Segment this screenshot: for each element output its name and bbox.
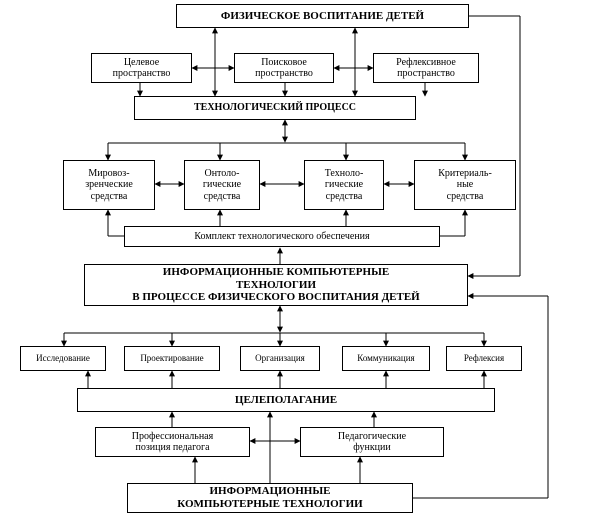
support-kit-box: Комплект технологического обеспечения (124, 226, 440, 247)
technological-means-box: Техноло- гические средства (304, 160, 384, 210)
activity-organization-box: Организация (240, 346, 320, 371)
reflexive-space-box: Рефлексивное пространство (373, 53, 479, 83)
worldview-means-box: Мировоз- зренческие средства (63, 160, 155, 210)
activity-communication-box: Коммуникация (342, 346, 430, 371)
search-space-box: Поисковое пространство (234, 53, 334, 83)
ict-box: ИНФОРМАЦИОННЫЕ КОМПЬЮТЕРНЫЕ ТЕХНОЛОГИИ (127, 483, 413, 513)
goal-setting-box: ЦЕЛЕПОЛАГАНИЕ (77, 388, 495, 412)
ontological-means-box: Онтоло- гические средства (184, 160, 260, 210)
technological-process-box: ТЕХНОЛОГИЧЕСКИЙ ПРОЦЕСС (134, 96, 416, 120)
physical-education-box: ФИЗИЧЕСКОЕ ВОСПИТАНИЕ ДЕТЕЙ (176, 4, 469, 28)
activity-reflection-box: Рефлексия (446, 346, 522, 371)
criterial-means-box: Критериаль- ные средства (414, 160, 516, 210)
professional-position-box: Профессиональная позиция педагога (95, 427, 250, 457)
pedagogical-functions-box: Педагогические функции (300, 427, 444, 457)
activity-design-box: Проектирование (124, 346, 220, 371)
target-space-box: Целевое пространство (91, 53, 192, 83)
ict-physical-education-box: ИНФОРМАЦИОННЫЕ КОМПЬЮТЕРНЫЕ ТЕХНОЛОГИИ В… (84, 264, 468, 306)
activity-research-box: Исследование (20, 346, 106, 371)
